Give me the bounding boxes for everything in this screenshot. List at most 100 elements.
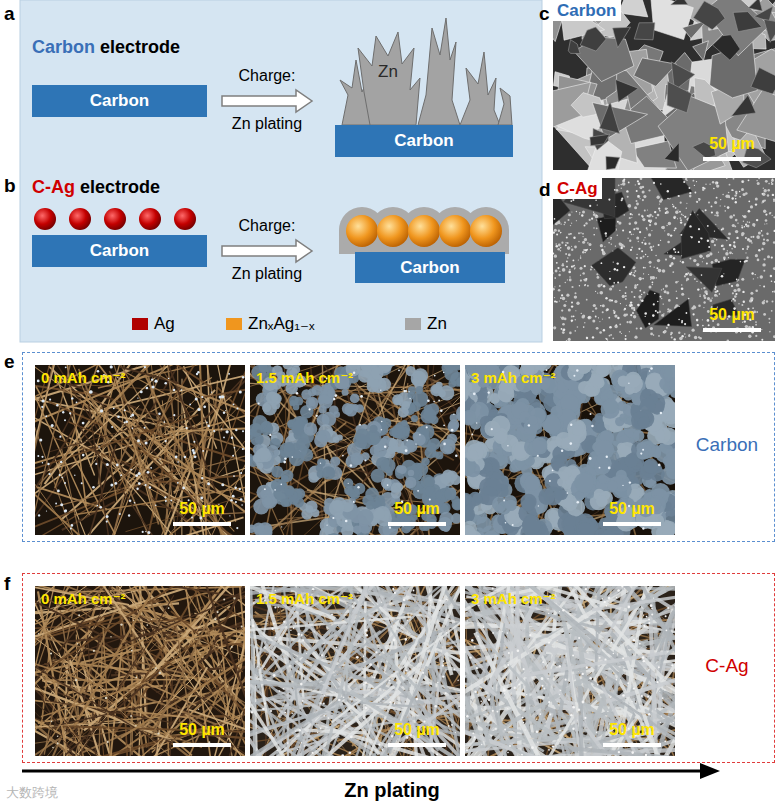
- texture-speck: [597, 204, 598, 205]
- texture-speck: [629, 240, 631, 242]
- texture-speck: [648, 233, 651, 236]
- texture-speck: [600, 284, 602, 286]
- texture-speck: [745, 325, 748, 328]
- texture-speck: [768, 318, 770, 320]
- sem-image: Carbon50 µm: [553, 0, 775, 170]
- charge-arrow: [222, 240, 312, 262]
- texture-speck: [566, 266, 568, 268]
- texture-speck: [562, 331, 565, 334]
- texture-speck: [714, 294, 717, 297]
- texture-speck: [767, 194, 769, 196]
- texture-speck: [693, 259, 696, 262]
- texture-speck: [568, 233, 570, 235]
- texture-speck: [698, 241, 700, 243]
- texture-speck: [737, 288, 741, 292]
- texture-speck: [773, 291, 775, 293]
- texture-speck: [616, 324, 618, 326]
- texture-speck: [599, 331, 602, 334]
- texture-speck: [582, 315, 585, 318]
- texture-speck: [724, 259, 726, 261]
- texture-speck: [585, 222, 587, 224]
- texture-speck: [589, 243, 592, 246]
- texture-zn-cluster: [330, 456, 340, 466]
- texture-speck: [130, 415, 132, 417]
- texture-speck: [630, 305, 632, 307]
- texture-speck: [165, 500, 167, 502]
- texture-speck: [89, 390, 92, 393]
- texture-speck: [560, 297, 562, 299]
- texture-speck: [601, 262, 603, 264]
- texture-speck: [571, 266, 573, 268]
- texture-speck: [576, 211, 577, 212]
- texture-speck: [207, 425, 210, 428]
- texture-speck: [640, 257, 643, 260]
- texture-zn-cluster: [406, 366, 416, 376]
- texture-speck: [711, 206, 713, 208]
- texture-speck: [696, 181, 697, 182]
- texture-speck: [625, 298, 627, 300]
- texture-speck: [571, 223, 572, 224]
- texture-speck: [657, 259, 660, 262]
- texture-speck: [729, 251, 732, 254]
- texture-speck: [561, 310, 563, 312]
- texture-speck: [739, 196, 741, 198]
- texture-speck: [46, 510, 47, 511]
- texture-speck: [703, 294, 706, 297]
- texture-flake: [580, 27, 606, 51]
- electrode-label: Carbon: [400, 258, 460, 278]
- texture-speck: [661, 314, 664, 317]
- texture-flake: [764, 19, 775, 42]
- texture-speck: [772, 194, 774, 196]
- texture-speck: [608, 317, 610, 319]
- texture-speck: [234, 447, 236, 449]
- texture-speck: [648, 274, 649, 275]
- texture-speck: [601, 249, 603, 251]
- texture-speck: [638, 248, 640, 250]
- texture-speck: [636, 237, 639, 240]
- texture-speck: [689, 225, 691, 227]
- dendrite: [498, 88, 512, 125]
- texture-speck: [74, 475, 75, 476]
- texture-speck: [731, 285, 733, 287]
- texture-speck: [650, 279, 651, 280]
- zn-coating: [339, 207, 509, 254]
- texture-speck: [733, 178, 735, 180]
- texture-speck: [745, 260, 747, 262]
- texture-speck: [643, 273, 644, 274]
- texture-speck: [774, 281, 775, 283]
- texture-speck: [49, 399, 51, 401]
- texture-speck: [602, 304, 605, 307]
- texture-speck: [758, 237, 759, 238]
- texture-speck: [582, 241, 585, 244]
- texture-speck: [554, 300, 556, 302]
- texture-speck: [582, 211, 585, 214]
- texture-speck: [565, 253, 567, 255]
- texture-speck: [567, 246, 571, 250]
- texture-fiber: [348, 365, 460, 423]
- texture-speck: [651, 249, 653, 251]
- texture-speck: [644, 237, 645, 238]
- texture-speck: [634, 206, 637, 209]
- texture-speck: [743, 216, 745, 218]
- texture-speck: [571, 246, 572, 247]
- texture-speck: [714, 230, 715, 231]
- texture-speck: [614, 300, 617, 303]
- texture-speck: [221, 428, 222, 429]
- texture-speck: [772, 178, 774, 180]
- texture-speck: [622, 182, 626, 186]
- znag-sphere: [470, 215, 502, 247]
- texture-speck: [138, 482, 141, 485]
- znag-sphere: [408, 215, 440, 247]
- scale-bar: [173, 522, 231, 526]
- texture-speck: [659, 203, 660, 204]
- texture-speck: [673, 216, 676, 219]
- texture-speck: [584, 278, 587, 281]
- texture-speck: [116, 464, 119, 467]
- texture-speck: [630, 301, 632, 303]
- texture-speck: [629, 331, 630, 332]
- texture-speck: [595, 307, 597, 309]
- ag-sphere: [139, 208, 161, 230]
- texture-speck: [747, 221, 749, 223]
- texture-speck: [592, 311, 594, 313]
- texture-speck: [649, 286, 652, 289]
